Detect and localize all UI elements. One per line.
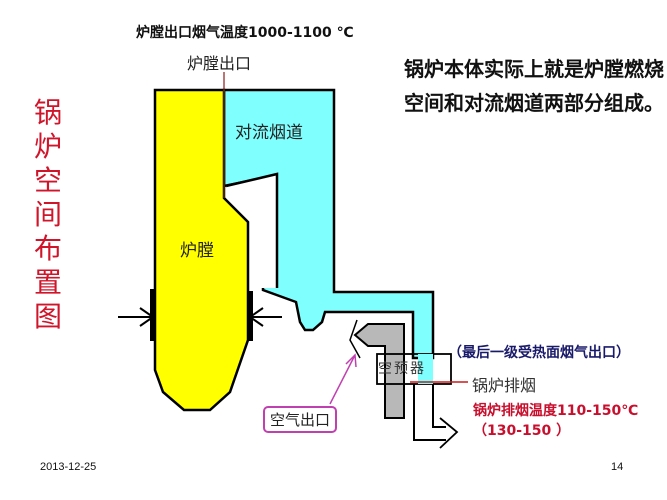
summary-text: 锅炉本体实际上就是炉膛燃烧空间和对流烟道两部分组成。 <box>404 57 664 115</box>
furnace-outlet-temperature: 炉膛出口烟气温度1000-1100 ℃ <box>136 25 354 41</box>
air-duct-shape <box>353 323 405 419</box>
title-char: 炉 <box>33 130 62 163</box>
burner-arrow-right <box>247 291 282 341</box>
page-number: 14 <box>611 461 624 473</box>
exhaust-duct <box>413 384 446 441</box>
burner-arrow-left <box>118 289 156 341</box>
furnace-label: 炉膛 <box>180 241 214 261</box>
air-outlet-callout: 空气出口 <box>263 406 338 433</box>
air-preheater-label: 空预器 <box>378 361 426 377</box>
exhaust-temperature-range: （130-150 ） <box>473 423 571 439</box>
title-char: 图 <box>33 300 62 333</box>
footer-date: 2013-12-25 <box>40 461 97 473</box>
furnace-outlet-label: 炉膛出口 <box>187 54 252 73</box>
title-char: 空 <box>33 164 62 197</box>
title-char: 间 <box>33 198 62 231</box>
convection-duct-label: 对流烟道 <box>235 123 303 143</box>
duct-inner-gap <box>226 174 277 288</box>
exhaust-label: 锅炉排烟 <box>472 376 537 395</box>
title-char: 锅 <box>33 96 62 129</box>
air-outlet-callout-arrow <box>329 353 357 405</box>
exhaust-temperature: 锅炉排烟温度110-150℃ <box>473 403 639 419</box>
vertical-title: 锅 炉 空 间 布 置 图 <box>32 96 64 334</box>
title-char: 置 <box>33 266 62 299</box>
last-heating-surface-outlet-label: （最后一级受热面烟气出口） <box>448 345 630 361</box>
title-char: 布 <box>33 232 62 265</box>
